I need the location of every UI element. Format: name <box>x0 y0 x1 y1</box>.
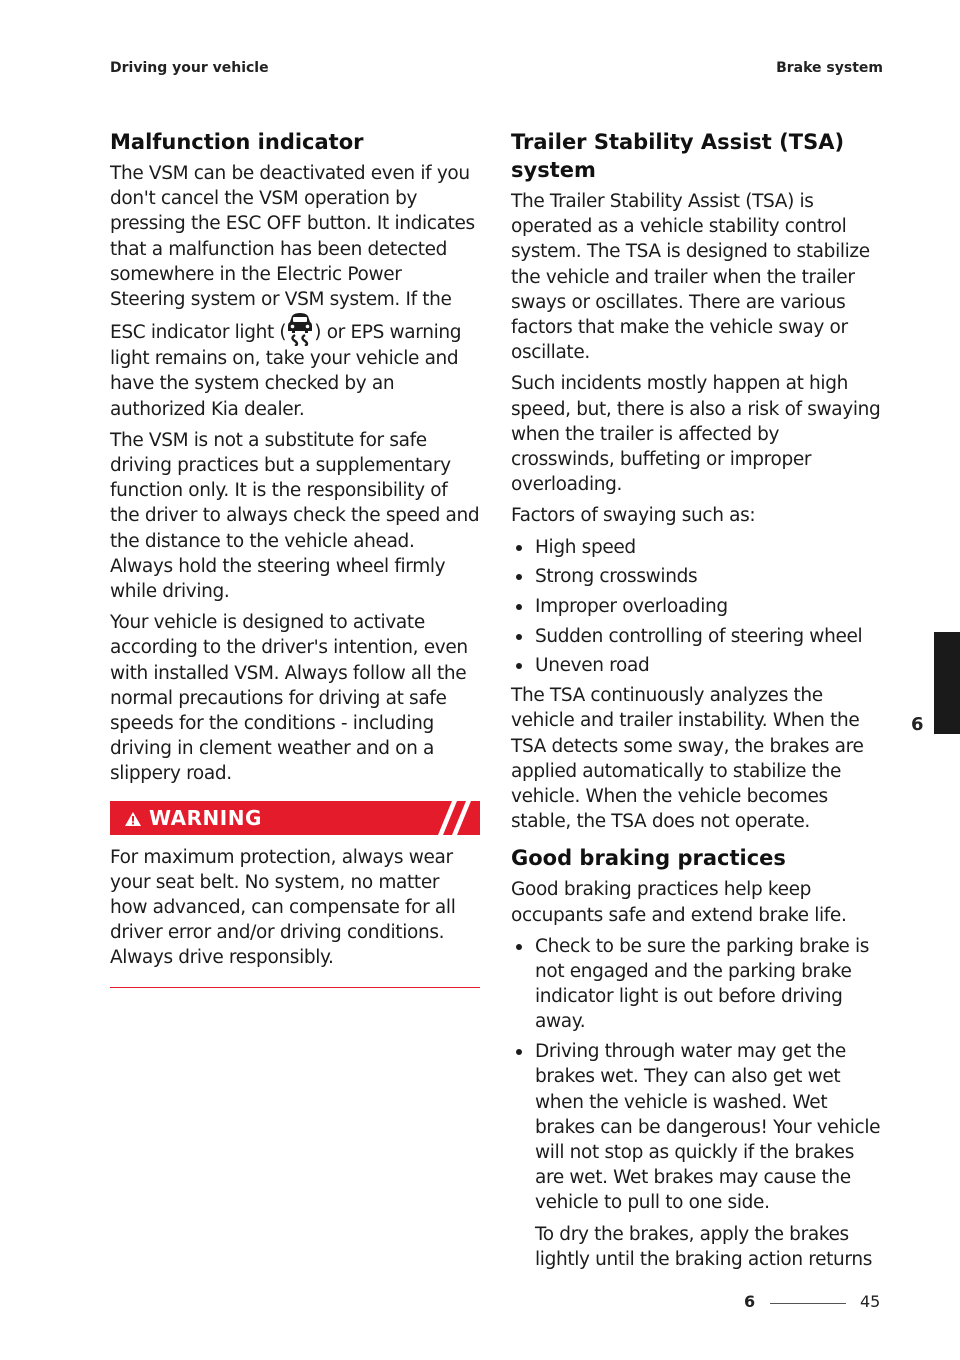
tsa-paragraph-2: Such incidents mostly happen at high spe… <box>511 373 881 496</box>
list-item: Driving through water may get the brakes… <box>511 1039 883 1272</box>
warning-label: WARNING <box>149 805 262 830</box>
malfunction-text-a: The VSM can be deactivated even if you d… <box>110 163 475 344</box>
malfunction-indicator-heading: Malfunction indicator <box>110 130 364 154</box>
esc-skid-icon <box>288 313 313 347</box>
right-column: Trailer Stability Assist (TSA) system Th… <box>511 128 883 1276</box>
warning-text: For maximum protection, always wear your… <box>110 846 456 969</box>
page-number: 45 <box>860 1292 881 1311</box>
list-item: Strong crosswinds <box>511 564 883 589</box>
vsm-activate-paragraph: Your vehicle is designed to activate acc… <box>110 612 468 785</box>
braking-item-text: Check to be sure the parking brake is no… <box>535 935 870 1033</box>
malfunction-text-b: ) or EPS warning light remains on, take … <box>110 322 462 420</box>
warning-banner: WARNING <box>110 800 480 835</box>
list-item: Uneven road <box>511 653 883 678</box>
good-braking-heading: Good braking practices <box>511 846 786 871</box>
warning-end-rule <box>110 986 480 988</box>
braking-sub-paragraph: To dry the brakes, apply the brakes ligh… <box>535 1223 872 1270</box>
footer-divider <box>770 1303 846 1304</box>
tsa-paragraph-1: The Trailer Stability Assist (TSA) is op… <box>511 191 870 364</box>
tsa-paragraph-3: Factors of swaying such as: <box>511 505 756 527</box>
tsa-paragraph-4: The TSA continuously analyzes the vehicl… <box>511 685 864 833</box>
braking-paragraph-1: Good braking practices help keep occupan… <box>511 879 847 926</box>
running-header-topic: Brake system <box>776 60 883 76</box>
braking-list: Check to be sure the parking brake is no… <box>511 934 883 1272</box>
braking-item-text: Driving through water may get the brakes… <box>535 1041 881 1214</box>
tsa-factors-list: High speed Strong crosswinds Improper ov… <box>511 535 883 679</box>
warning-slashes-decoration <box>430 800 480 835</box>
list-item: Improper overloading <box>511 594 883 619</box>
tsa-heading: Trailer Stability Assist (TSA) system <box>511 130 845 182</box>
chapter-side-number: 6 <box>911 714 924 735</box>
list-item: High speed <box>511 535 883 560</box>
list-item: Check to be sure the parking brake is no… <box>511 934 883 1035</box>
malfunction-paragraph: The VSM can be deactivated even if you d… <box>110 161 480 422</box>
chapter-side-tab <box>934 632 960 734</box>
warning-triangle-icon <box>125 811 141 826</box>
vsm-substitute-paragraph: The VSM is not a substitute for safe dri… <box>110 429 480 603</box>
list-item: Sudden controlling of steering wheel <box>511 624 883 649</box>
left-column: Malfunction indicator The VSM can be dea… <box>110 128 480 988</box>
running-header-section: Driving your vehicle <box>110 60 269 76</box>
warning-body: For maximum protection, always wear your… <box>110 845 480 971</box>
footer-chapter: 6 <box>744 1292 756 1311</box>
